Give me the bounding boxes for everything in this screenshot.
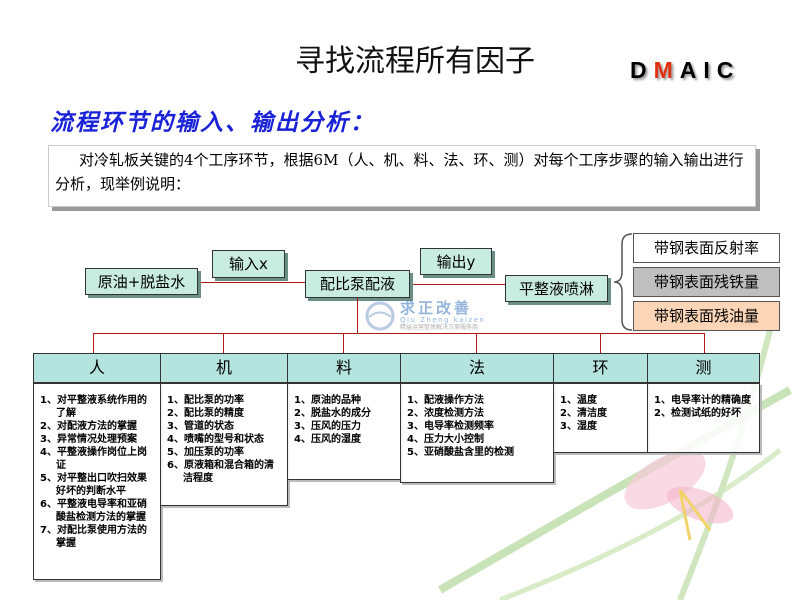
list-item: 5、对平整出口吹扫效果好坏的判断水平 <box>40 473 147 497</box>
category-header-environment: 环 <box>553 353 648 383</box>
category-list-measurement: 1、电导率计的精确度 2、检测试纸的好坏 <box>647 383 760 453</box>
list-item: 2、浓度检测方法 <box>407 408 484 419</box>
brace <box>613 233 633 331</box>
category-header-method: 法 <box>400 353 554 383</box>
output-label-box: 输出y <box>420 248 492 275</box>
list-item: 4、喷嘴的型号和状态 <box>167 434 264 445</box>
list-item: 1、原油的品种 <box>294 395 361 406</box>
section-heading: 流程环节的输入、输出分析： <box>50 109 375 136</box>
category-header-measurement: 测 <box>647 353 760 383</box>
tree-line <box>704 333 705 353</box>
list-item: 3、管道的状态 <box>167 421 234 432</box>
list-item: 3、电导率检测频率 <box>407 421 494 432</box>
category-list-machine: 1、配比泵的功率 2、配比泵的精度 3、管道的状态 4、喷嘴的型号和状态 5、加… <box>160 383 288 506</box>
list-item: 7、对配比泵使用方法的掌握 <box>40 525 147 549</box>
arrow-line <box>410 284 505 285</box>
list-item: 5、加压泵的功率 <box>167 447 244 458</box>
input-material-box: 原油+脱盐水 <box>85 268 198 295</box>
tree-line <box>476 333 477 353</box>
process-box: 配比泵配液 <box>305 270 410 298</box>
category-header-material: 料 <box>287 353 401 383</box>
category-list-method: 1、配液操作方法 2、浓度检测方法 3、电导率检测频率 4、压力大小控制 5、亚… <box>400 383 554 483</box>
watermark-sub: 精益运营整体解决方案服务商 <box>400 324 479 331</box>
category-list-material: 1、原油的品种 2、脱盐水的成分 3、压风的压力 4、压风的湿度 <box>287 383 401 480</box>
list-item: 2、检测试纸的好坏 <box>654 408 741 419</box>
list-item: 6、平整液电导率和亚硝酸盐检测方法的掌握 <box>40 499 147 523</box>
arrow-line <box>198 282 305 283</box>
category-header-machine: 机 <box>160 353 288 383</box>
list-item: 4、压风的湿度 <box>294 434 361 445</box>
watermark-cn: 求正改善 <box>400 299 473 317</box>
dmaic-m: M <box>653 57 680 83</box>
watermark-en: Qiu Zheng kaizen <box>400 316 486 324</box>
slide-title: 寻找流程所有因子 <box>295 44 535 79</box>
list-item: 3、异常情况处理预案 <box>40 434 137 445</box>
output-residual-oil: 带钢表面残油量 <box>633 301 780 331</box>
tree-line <box>223 333 224 353</box>
list-item: 1、对平整液系统作用的了解 <box>40 395 147 419</box>
next-step-box: 平整液喷淋 <box>505 275 608 302</box>
list-item: 3、湿度 <box>560 421 597 432</box>
list-item: 2、对配液方法的掌握 <box>40 421 137 432</box>
description-box: 对冷轧板关键的4个工序环节，根据6M（人、机、料、法、环、测）对每个工序步骤的输… <box>48 145 756 207</box>
dmaic-d: D <box>630 57 654 83</box>
list-item: 1、温度 <box>560 395 597 406</box>
list-item: 2、清洁度 <box>560 408 607 419</box>
input-label-box: 输入x <box>212 250 285 278</box>
list-item: 4、压力大小控制 <box>407 434 484 445</box>
category-list-environment: 1、温度 2、清洁度 3、湿度 <box>553 383 648 453</box>
tree-line <box>93 333 705 334</box>
list-item: 2、配比泵的精度 <box>167 408 244 419</box>
tree-line <box>357 298 358 333</box>
dmaic-aic: AIC <box>679 57 741 83</box>
output-reflectivity: 带钢表面反射率 <box>633 233 780 263</box>
list-item: 2、脱盐水的成分 <box>294 408 371 419</box>
list-item: 1、配比泵的功率 <box>167 395 244 406</box>
tree-line <box>600 333 601 353</box>
category-list-people: 1、对平整液系统作用的了解 2、对配液方法的掌握 3、异常情况处理预案 4、平整… <box>33 383 161 580</box>
list-item: 4、平整液操作岗位上岗证 <box>40 447 147 471</box>
dmaic-logo: DMAIC <box>630 56 740 84</box>
list-item: 6、原液箱和混合箱的清洁程度 <box>167 460 274 484</box>
list-item: 3、压风的压力 <box>294 421 361 432</box>
description-text: 对冷轧板关键的4个工序环节，根据6M（人、机、料、法、环、测）对每个工序步骤的输… <box>55 151 744 193</box>
tree-line <box>343 333 344 353</box>
watermark-logo: 求正改善 Qiu Zheng kaizen 精益运营整体解决方案服务商 <box>364 300 514 332</box>
list-item: 1、电导率计的精确度 <box>654 395 751 406</box>
tree-line <box>93 333 94 353</box>
category-header-people: 人 <box>33 353 161 383</box>
list-item: 1、配液操作方法 <box>407 395 484 406</box>
list-item: 5、亚硝酸盐含里的检测 <box>407 447 514 458</box>
output-residual-iron: 带钢表面残铁量 <box>633 267 780 297</box>
